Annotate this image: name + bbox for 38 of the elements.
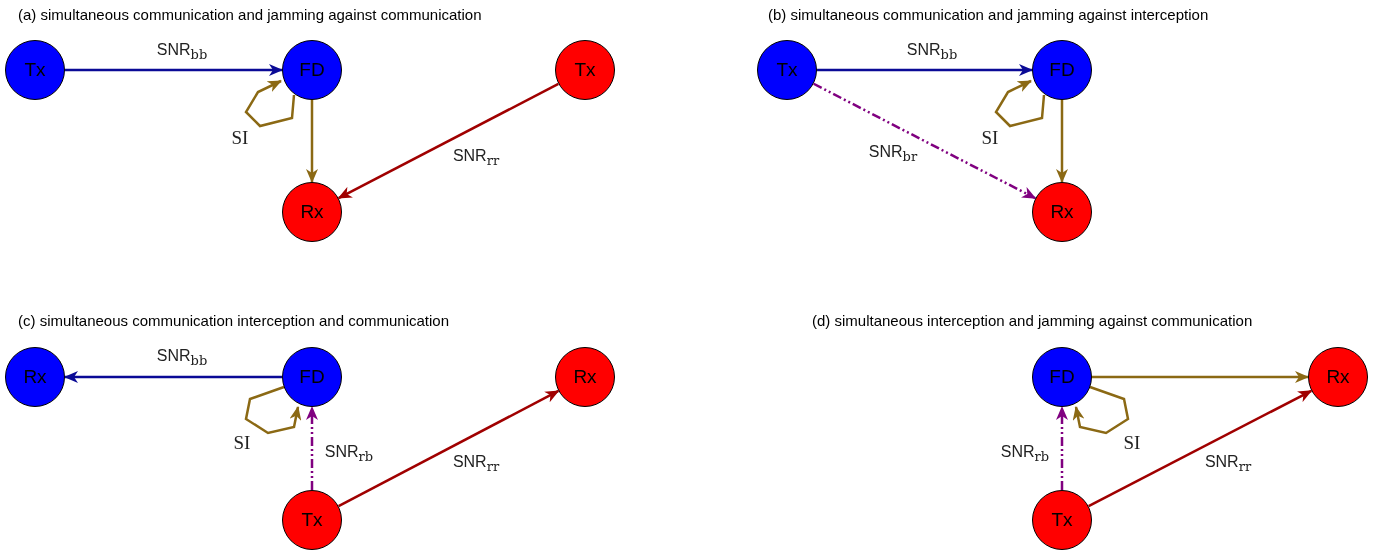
node-circle: Tx <box>1032 490 1092 550</box>
node-circle: Rx <box>1308 347 1368 407</box>
arrow <box>817 64 1033 76</box>
panel-title: (c) simultaneous communication interception and communication <box>18 312 450 329</box>
edge-label: SI <box>980 127 1000 149</box>
arrow <box>64 371 282 383</box>
node-circle: Tx <box>757 40 817 100</box>
loop-arrow <box>244 385 302 435</box>
node-circle: FD <box>282 347 342 407</box>
arrow <box>65 64 283 76</box>
loop-arrow <box>244 79 296 128</box>
panel-title: (d) simultaneous interception and jamming against communication <box>812 312 1253 329</box>
edge-label: SI <box>232 432 252 454</box>
loop-arrow <box>1072 385 1130 435</box>
arrow <box>337 82 559 200</box>
node-circle: Rx <box>282 182 342 242</box>
arrow <box>306 100 318 183</box>
edge-label: SI <box>230 127 250 149</box>
panel-title: (a) simultaneous communication and jamming against communication <box>18 6 482 23</box>
panel-title: (b) simultaneous communication and jamming against interception <box>768 6 1209 23</box>
node-circle: Tx <box>555 40 615 100</box>
node-circle: FD <box>1032 40 1092 100</box>
loop-arrow <box>994 79 1046 128</box>
arrow <box>1056 100 1068 183</box>
node-circle: Rx <box>5 347 65 407</box>
node-circle: Rx <box>555 347 615 407</box>
node-circle: Tx <box>282 490 342 550</box>
node-circle: Tx <box>5 40 65 100</box>
arrow <box>1092 371 1309 383</box>
arrow <box>1088 389 1313 508</box>
arrow <box>306 406 318 490</box>
node-circle: Rx <box>1032 182 1092 242</box>
node-circle: FD <box>282 40 342 100</box>
arrow <box>338 389 560 508</box>
arrow <box>1056 406 1068 490</box>
edge-label: SI <box>1122 432 1142 454</box>
arrow <box>813 82 1037 200</box>
node-circle: FD <box>1032 347 1092 407</box>
